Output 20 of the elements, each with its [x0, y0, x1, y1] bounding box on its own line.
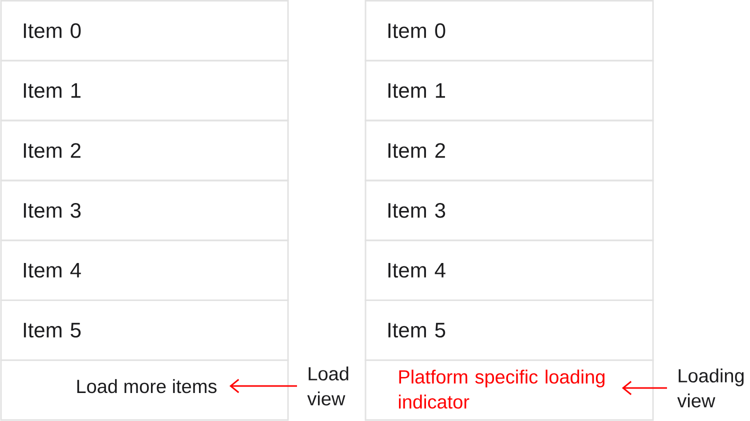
list-row: Item 2: [0, 120, 289, 182]
arrow: [229, 378, 297, 394]
arrow: [622, 380, 667, 396]
cell-text: Platform specific loading indicator: [398, 370, 604, 409]
cell-text: Load more items: [77, 379, 217, 394]
list-row: Item 4: [364, 240, 654, 301]
list-row: Item 0: [0, 0, 289, 62]
list-row: Item 3: [364, 180, 654, 242]
list-row: Item 2: [364, 120, 654, 182]
list-row: [0, 359, 289, 421]
list-row: Item 1: [0, 60, 289, 122]
list-row: Item 0: [364, 0, 654, 62]
list-row: Item 5: [0, 300, 289, 361]
list-row: Item 5: [364, 300, 654, 361]
callout-text: Loading view: [677, 368, 744, 408]
list-row: Item 3: [0, 180, 289, 242]
list-row: [364, 359, 654, 421]
list-row: Item 1: [364, 60, 654, 122]
list-row: Item 4: [0, 240, 289, 301]
callout-text: Load view: [307, 366, 348, 406]
